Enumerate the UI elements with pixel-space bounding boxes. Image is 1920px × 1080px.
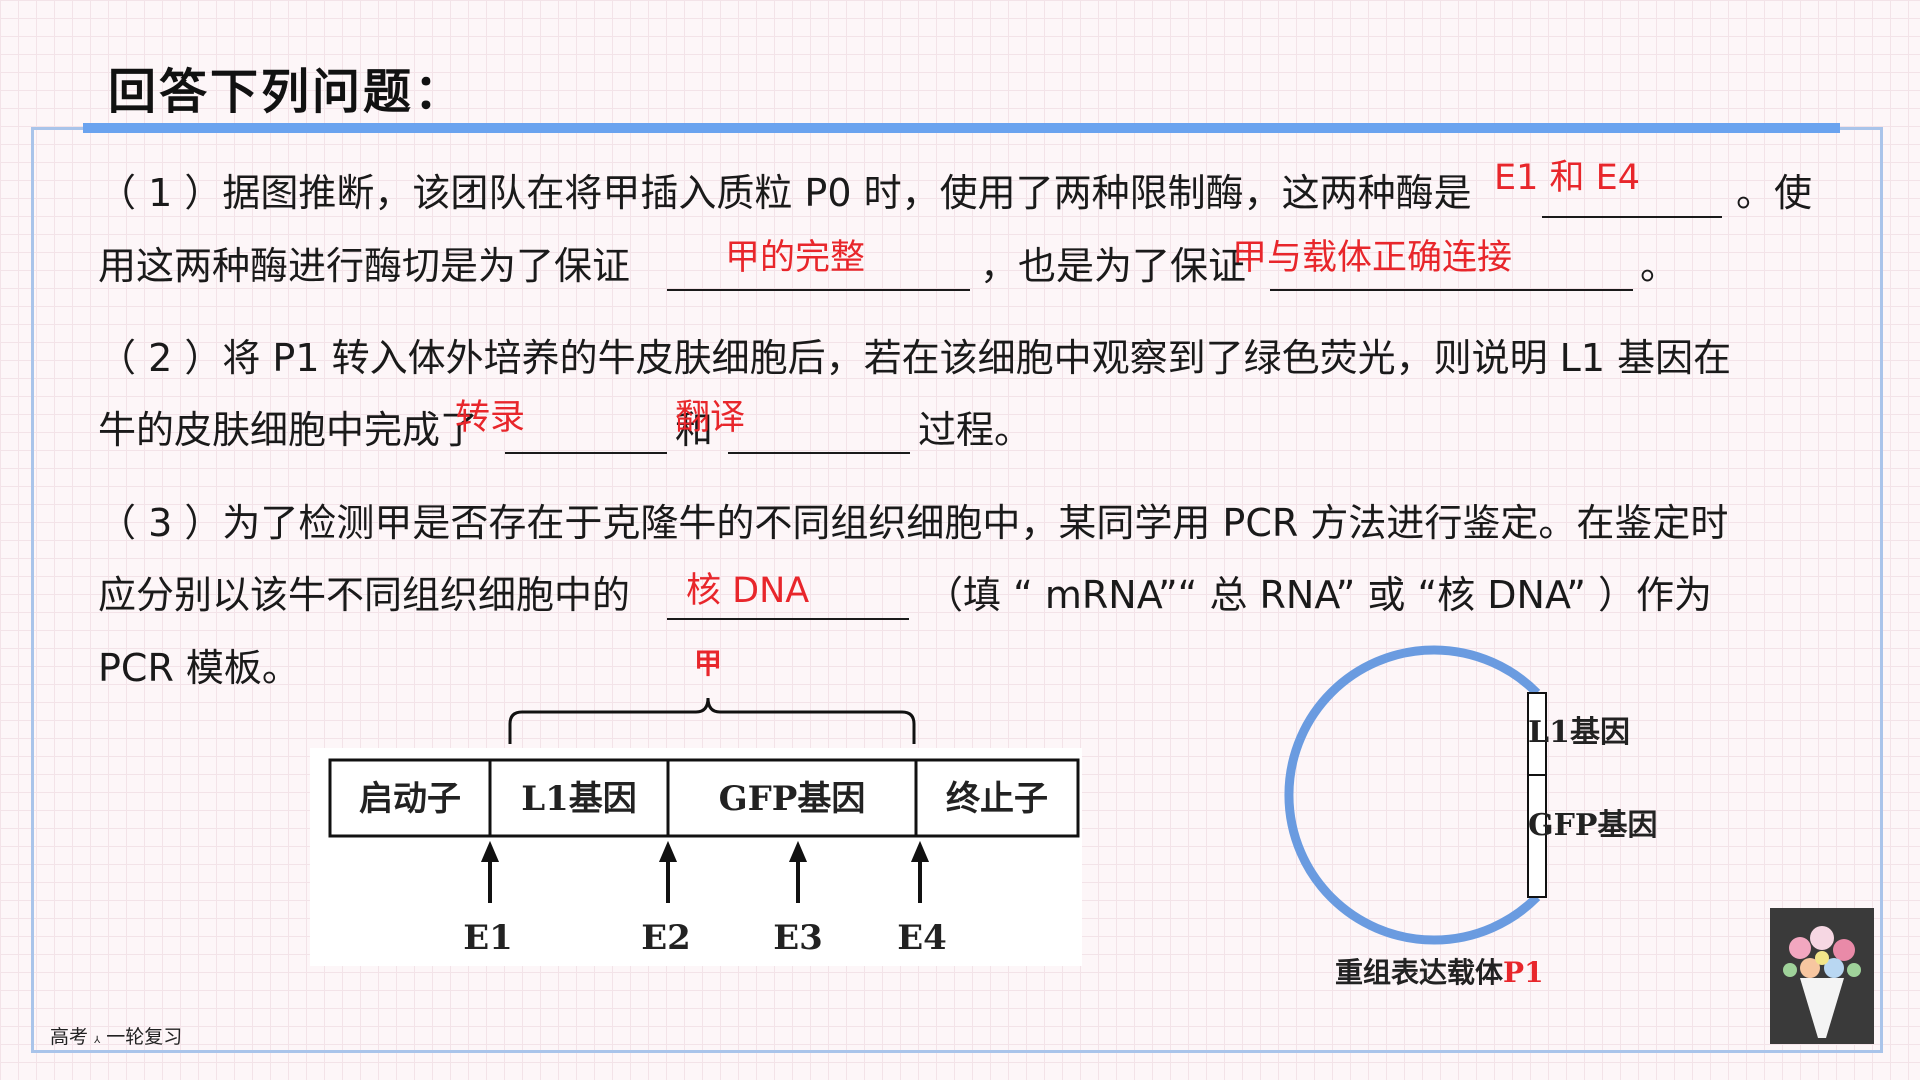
footer-label: 高考 ⅄ 一轮复习: [50, 1022, 182, 1049]
plasmid-insert: [1527, 692, 1547, 898]
construct-box: [328, 758, 1080, 838]
q1-enzymes-blank[interactable]: [1542, 216, 1722, 218]
q3-line3: PCR 模板。: [98, 646, 300, 690]
plasmid-caption: 重组表达载体P1: [1335, 956, 1544, 989]
q1-integrity-blank[interactable]: [667, 289, 970, 291]
segment-gfp-gene: GFP基因: [719, 779, 866, 819]
q2-transcription-answer: 转录: [455, 398, 526, 438]
site-label-e3: E3: [773, 918, 823, 958]
gene-construct-diagram: 甲 启动子 L1基因 GFP基因 终止子 E1 E2 E3 E4: [310, 648, 1082, 966]
q1-line1-text: （ 1 ）据图推断，该团队在将甲插入质粒 P0 时，使用了两种限制酶，这两种酶是: [98, 171, 1472, 215]
bouquet-icon: [1770, 908, 1874, 1044]
segment-terminator: 终止子: [946, 779, 1048, 819]
site-label-e2: E2: [641, 918, 691, 958]
site-label-e4: E4: [897, 918, 947, 958]
q2-line2-c: 过程。: [918, 408, 1033, 452]
q2-line2-a: 牛的皮肤细胞中完成了: [98, 408, 479, 452]
q3-template-blank[interactable]: [667, 618, 909, 620]
footer-text-b: 一轮复习: [106, 1026, 183, 1048]
q3-line2-b: （填 “ mRNA”“ 总 RNA” 或 “核 DNA” ）作为: [925, 573, 1713, 617]
q3-line2-a: 应分别以该牛不同组织细胞中的: [98, 573, 631, 617]
q2-translation-blank[interactable]: [728, 452, 910, 454]
q1-connection-answer: 甲与载体正确连接: [1232, 238, 1513, 278]
plasmid-l1-gene-label: L1基因: [1528, 715, 1630, 750]
q1-line1: （ 1 ）据图推断，该团队在将甲插入质粒 P0 时，使用了两种限制酶，这两种酶是: [98, 170, 1472, 216]
q1-enzymes-answer: E1 和 E4: [1494, 158, 1641, 198]
brace-label: 甲: [694, 648, 722, 680]
q2-line1: （ 2 ）将 P1 转入体外培养的牛皮肤细胞后，若在该细胞中观察到了绿色荧光，则…: [98, 336, 1732, 380]
q1-integrity-answer: 甲的完整: [725, 238, 866, 278]
q1-connection-blank[interactable]: [1270, 289, 1633, 291]
q2-transcription-blank[interactable]: [505, 452, 667, 454]
q1-line2-b: ，也是为了保证: [980, 244, 1247, 288]
plasmid-caption-tag: P1: [1503, 956, 1544, 989]
segment-promoter: 启动子: [359, 779, 461, 819]
plasmid-diagram: L1基因 GFP基因 重组表达载体P1: [1284, 645, 1657, 989]
footer-text-a: 高考: [50, 1026, 89, 1048]
q2-line2-b: 和: [675, 408, 714, 452]
plasmid-ring: [1284, 645, 1541, 945]
plasmid-gfp-gene-label: GFP基因: [1528, 808, 1657, 843]
q3-line1: （ 3 ）为了检测甲是否存在于克隆牛的不同组织细胞中，某同学用 PCR 方法进行…: [98, 501, 1729, 545]
page-title: 回答下列问题：: [108, 64, 466, 120]
plasmid-caption-main: 重组表达载体: [1335, 956, 1504, 989]
q2-translation-answer: 翻译: [675, 398, 746, 438]
q1-line2-c: 。: [1640, 244, 1679, 288]
segment-l1-gene: L1基因: [521, 779, 637, 819]
q1-line1-end: 。使: [1736, 171, 1813, 215]
q3-template-answer: 核 DNA: [686, 571, 810, 611]
title-underline: [83, 123, 1840, 133]
footer-mark: ⅄: [94, 1035, 101, 1046]
brace-bracket: [508, 697, 916, 744]
site-label-e1: E1: [463, 918, 513, 958]
q1-line2-a: 用这两种酶进行酶切是为了保证: [98, 244, 631, 288]
